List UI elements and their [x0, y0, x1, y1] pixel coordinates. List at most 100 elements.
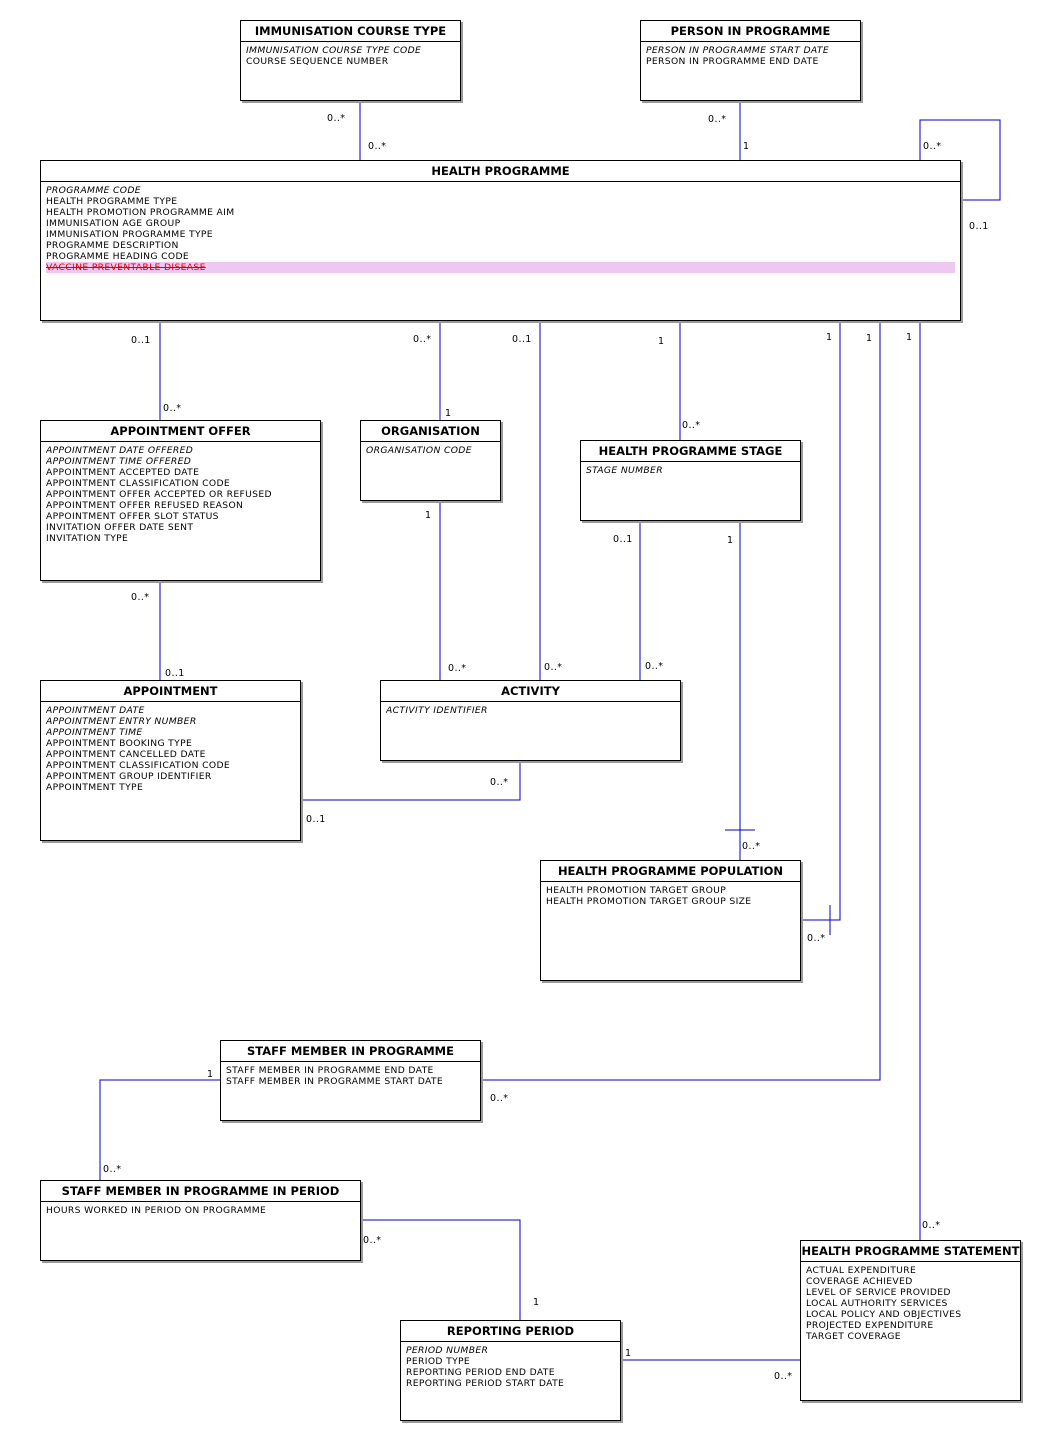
entity-staff-member-in-programme-in-period[interactable]: STAFF MEMBER IN PROGRAMME IN PERIOD HOUR…: [40, 1180, 361, 1261]
attribute: APPOINTMENT ACCEPTED DATE: [46, 467, 200, 478]
attribute: PERIOD TYPE: [406, 1356, 471, 1367]
entity-health-programme-population[interactable]: HEALTH PROGRAMME POPULATION HEALTH PROMO…: [540, 860, 801, 981]
attribute: STAGE NUMBER: [586, 465, 663, 476]
attribute: APPOINTMENT DATE OFFERED: [46, 445, 194, 456]
attribute: APPOINTMENT CLASSIFICATION CODE: [46, 478, 231, 489]
attribute: PERIOD NUMBER: [406, 1345, 489, 1356]
entity-title: ACTIVITY: [381, 681, 680, 702]
attribute: APPOINTMENT TYPE: [46, 782, 144, 793]
entity-title: HEALTH PROGRAMME STAGE: [581, 441, 800, 462]
entity-title: APPOINTMENT: [41, 681, 300, 702]
attribute: APPOINTMENT CANCELLED DATE: [46, 749, 206, 760]
entity-title: REPORTING PERIOD: [401, 1321, 620, 1342]
multiplicity-label: 1: [826, 332, 833, 343]
multiplicity-label: 0..*: [807, 933, 826, 944]
attribute: ORGANISATION CODE: [366, 445, 472, 456]
multiplicity-label: 1: [906, 332, 913, 343]
attribute: HEALTH PROMOTION TARGET GROUP: [546, 885, 727, 896]
rel-hp-self: [919, 119, 1001, 201]
attribute: IMMUNISATION COURSE TYPE CODE: [246, 45, 422, 56]
multiplicity-label: 0..*: [327, 113, 346, 124]
attribute: APPOINTMENT TIME OFFERED: [46, 456, 192, 467]
multiplicity-label: 0..1: [512, 334, 532, 345]
attribute: HEALTH PROMOTION TARGET GROUP SIZE: [546, 896, 752, 907]
rel-appt-act: [300, 760, 521, 801]
multiplicity-label: 0..*: [645, 661, 664, 672]
multiplicity-label: 0..*: [544, 662, 563, 673]
attribute: APPOINTMENT OFFER SLOT STATUS: [46, 511, 219, 522]
attribute: APPOINTMENT DATE: [46, 705, 145, 716]
multiplicity-label: 0..*: [490, 777, 509, 788]
multiplicity-label: 1: [658, 336, 665, 347]
attribute: APPOINTMENT BOOKING TYPE: [46, 738, 193, 749]
attribute: REPORTING PERIOD END DATE: [406, 1367, 555, 1378]
attribute: APPOINTMENT CLASSIFICATION CODE: [46, 760, 231, 771]
multiplicity-label: 1: [866, 333, 873, 344]
attribute: LEVEL OF SERVICE PROVIDED: [806, 1287, 951, 1298]
attribute: STAFF MEMBER IN PROGRAMME END DATE: [226, 1065, 434, 1076]
multiplicity-label: 1: [743, 141, 750, 152]
multiplicity-label: 0..*: [103, 1164, 122, 1175]
entity-health-programme-stage[interactable]: HEALTH PROGRAMME STAGE STAGE NUMBER: [580, 440, 801, 521]
multiplicity-label: 0..1: [165, 668, 185, 679]
attribute: TARGET COVERAGE: [806, 1331, 901, 1342]
entity-person-in-programme[interactable]: PERSON IN PROGRAMME PERSON IN PROGRAMME …: [640, 20, 861, 101]
attribute: INVITATION TYPE: [46, 533, 129, 544]
multiplicity-label: 0..*: [368, 141, 387, 152]
attribute: PROGRAMME CODE: [46, 185, 141, 196]
attribute: PROGRAMME HEADING CODE: [46, 251, 190, 262]
attribute: APPOINTMENT OFFER ACCEPTED OR REFUSED: [46, 489, 272, 500]
attribute: APPOINTMENT GROUP IDENTIFIER: [46, 771, 212, 782]
multiplicity-label: 0..1: [306, 814, 326, 825]
attribute: HEALTH PROMOTION PROGRAMME AIM: [46, 207, 235, 218]
attribute: LOCAL POLICY AND OBJECTIVES: [806, 1309, 962, 1320]
attribute: ACTIVITY IDENTIFIER: [386, 705, 488, 716]
entity-health-programme[interactable]: HEALTH PROGRAMME PROGRAMME CODE HEALTH P…: [40, 160, 961, 321]
multiplicity-label: 0..*: [131, 592, 150, 603]
entity-appointment-offer[interactable]: APPOINTMENT OFFER APPOINTMENT DATE OFFER…: [40, 420, 321, 581]
multiplicity-label: 0..1: [969, 221, 989, 232]
multiplicity-label: 0..*: [163, 403, 182, 414]
entity-title: PERSON IN PROGRAMME: [641, 21, 860, 42]
multiplicity-label: 1: [425, 510, 432, 521]
attribute: HEALTH PROGRAMME TYPE: [46, 196, 178, 207]
attribute: PROGRAMME DESCRIPTION: [46, 240, 179, 251]
entity-health-programme-statement[interactable]: HEALTH PROGRAMME STATEMENT ACTUAL EXPEND…: [800, 1240, 1021, 1401]
attribute: PERSON IN PROGRAMME END DATE: [646, 56, 819, 67]
multiplicity-label: 0..*: [923, 141, 942, 152]
multiplicity-label: 1: [533, 1297, 540, 1308]
entity-reporting-period[interactable]: REPORTING PERIOD PERIOD NUMBER PERIOD TY…: [400, 1320, 621, 1421]
entity-organisation[interactable]: ORGANISATION ORGANISATION CODE: [360, 420, 501, 501]
multiplicity-label: 0..*: [774, 1371, 793, 1382]
attribute: HOURS WORKED IN PERIOD ON PROGRAMME: [46, 1205, 267, 1216]
entity-appointment[interactable]: APPOINTMENT APPOINTMENT DATE APPOINTMENT…: [40, 680, 301, 841]
multiplicity-label: 0..*: [922, 1220, 941, 1231]
multiplicity-label: 0..1: [613, 534, 633, 545]
multiplicity-label: 0..*: [708, 114, 727, 125]
attribute: INVITATION OFFER DATE SENT: [46, 522, 194, 533]
attribute: STAFF MEMBER IN PROGRAMME START DATE: [226, 1076, 443, 1087]
multiplicity-label: 0..*: [742, 841, 761, 852]
rel-period-rp: [360, 1219, 521, 1320]
entity-title: HEALTH PROGRAMME STATEMENT: [801, 1241, 1020, 1262]
entity-title: HEALTH PROGRAMME POPULATION: [541, 861, 800, 882]
entity-staff-member-in-programme[interactable]: STAFF MEMBER IN PROGRAMME STAFF MEMBER I…: [220, 1040, 481, 1121]
entity-title: STAFF MEMBER IN PROGRAMME: [221, 1041, 480, 1062]
multiplicity-label: 1: [207, 1069, 214, 1080]
attribute: COURSE SEQUENCE NUMBER: [246, 56, 389, 67]
multiplicity-label: 1: [625, 1348, 632, 1359]
multiplicity-label: 0..*: [682, 420, 701, 431]
attribute: IMMUNISATION PROGRAMME TYPE: [46, 229, 213, 240]
multiplicity-label: 0..1: [131, 335, 151, 346]
entity-activity[interactable]: ACTIVITY ACTIVITY IDENTIFIER: [380, 680, 681, 761]
multiplicity-label: 0..*: [363, 1235, 382, 1246]
entity-immunisation-course-type[interactable]: IMMUNISATION COURSE TYPE IMMUNISATION CO…: [240, 20, 461, 101]
entity-title: APPOINTMENT OFFER: [41, 421, 320, 442]
multiplicity-label: 0..*: [490, 1093, 509, 1104]
attribute: APPOINTMENT ENTRY NUMBER: [46, 716, 197, 727]
attribute: ACTUAL EXPENDITURE: [806, 1265, 917, 1276]
attribute: APPOINTMENT OFFER REFUSED REASON: [46, 500, 244, 511]
multiplicity-label: 0..*: [448, 663, 467, 674]
